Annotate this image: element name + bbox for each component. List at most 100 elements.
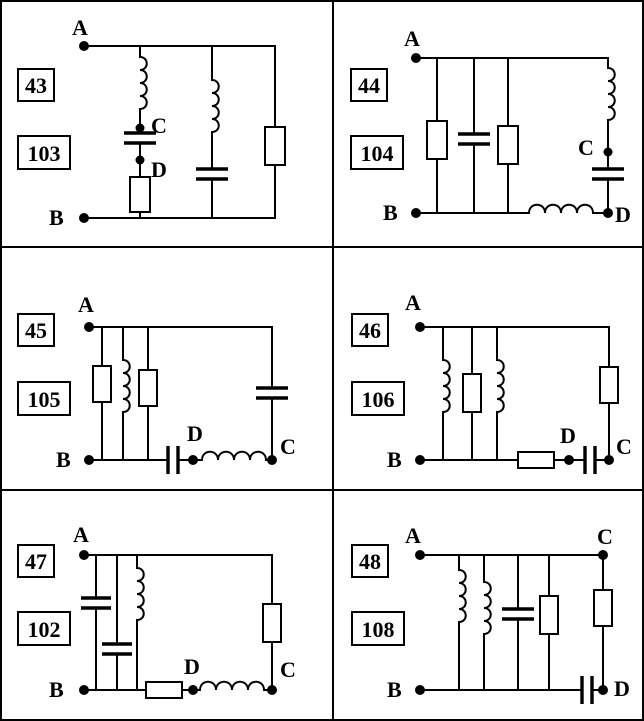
node-label-b: B — [49, 677, 64, 702]
node-label-c: C — [578, 135, 594, 160]
node-label-d: D — [187, 421, 203, 446]
circuit-panel-45: 45 105 A B D C — [17, 292, 296, 474]
node-label-a: A — [78, 292, 94, 317]
problem-number-box — [351, 544, 389, 578]
node-label-a: A — [72, 15, 88, 40]
node-b — [415, 455, 425, 465]
node-label-c: C — [616, 434, 632, 459]
variant-number: 108 — [362, 617, 395, 642]
node-d — [188, 685, 198, 695]
problem-number: 47 — [25, 549, 47, 574]
variant-number-box — [17, 135, 71, 170]
node-d — [564, 455, 574, 465]
problem-number: 43 — [25, 73, 47, 98]
inductor — [496, 359, 505, 413]
node-label-d: D — [615, 202, 631, 227]
node-c — [267, 685, 277, 695]
node-a — [411, 53, 421, 63]
node-b — [411, 208, 421, 218]
node-label-b: B — [49, 205, 64, 230]
inductor — [442, 359, 451, 413]
resistor — [262, 603, 282, 643]
node-a — [415, 550, 425, 560]
variant-number-box — [351, 611, 405, 646]
inductor — [122, 359, 131, 413]
node-c — [604, 455, 614, 465]
problem-number: 45 — [25, 318, 47, 343]
resistor — [462, 373, 482, 413]
node-label-c: C — [151, 113, 167, 138]
variant-number-box — [17, 611, 71, 646]
inductor — [139, 56, 148, 110]
problem-number-box — [17, 68, 55, 102]
node-label-a: A — [404, 26, 420, 51]
node-label-a: A — [405, 290, 421, 315]
node-label-d: D — [184, 654, 200, 679]
resistor — [138, 369, 158, 407]
resistor — [426, 120, 448, 160]
resistor — [129, 176, 151, 213]
node-d — [603, 208, 613, 218]
resistor — [539, 595, 559, 635]
node-b — [415, 685, 425, 695]
node-a — [84, 322, 94, 332]
inductor — [201, 450, 267, 461]
node-a — [79, 550, 89, 560]
variant-number: 103 — [28, 141, 61, 166]
problem-number: 48 — [359, 549, 381, 574]
resistor — [92, 365, 112, 403]
node-label-d: D — [560, 423, 576, 448]
problem-number-box — [350, 68, 388, 102]
problem-number-box — [17, 544, 55, 578]
inductor — [483, 581, 492, 635]
problem-number-box — [17, 313, 55, 347]
variant-number: 102 — [28, 617, 61, 642]
variant-number-box — [351, 381, 405, 416]
node-a — [415, 322, 425, 332]
circuit-panel-47: 47 102 A B D C — [17, 522, 296, 702]
node-label-c: C — [280, 434, 296, 459]
node-b — [79, 213, 89, 223]
node-c — [267, 455, 277, 465]
resistor — [517, 451, 555, 469]
resistor — [599, 366, 619, 404]
inductor — [528, 203, 594, 214]
problem-number-box — [351, 313, 389, 347]
node-label-a: A — [73, 522, 89, 547]
inductor — [458, 569, 467, 623]
resistor — [497, 125, 519, 165]
node-label-b: B — [383, 200, 398, 225]
node-a — [79, 41, 89, 51]
inductor — [607, 67, 616, 121]
circuit-panel-46: 46 106 A B D C — [351, 290, 632, 474]
node-label-d: D — [151, 157, 167, 182]
node-b — [79, 685, 89, 695]
resistor — [593, 589, 613, 627]
inductor — [136, 567, 145, 621]
node-label-d: D — [614, 676, 630, 701]
node-d — [188, 455, 198, 465]
variant-number-box — [350, 135, 404, 170]
node-label-b: B — [387, 677, 402, 702]
variant-number-box — [17, 381, 71, 416]
problem-number: 46 — [359, 318, 381, 343]
inductor — [199, 680, 265, 691]
resistor — [145, 681, 183, 699]
variant-number: 106 — [362, 387, 395, 412]
variant-number: 105 — [28, 387, 61, 412]
node-d — [598, 685, 608, 695]
resistor — [264, 126, 286, 166]
circuit-panel-48: 48 108 A B C D — [351, 523, 630, 704]
node-label-a: A — [405, 523, 421, 548]
circuit-panel-44: 44 104 A B C D — [350, 26, 631, 227]
problem-number: 44 — [358, 73, 380, 98]
node-label-b: B — [387, 447, 402, 472]
node-label-c: C — [597, 524, 613, 549]
node-label-b: B — [56, 447, 71, 472]
node-label-c: C — [280, 657, 296, 682]
circuit-panel-43: 43 103 A B C D — [17, 15, 286, 230]
variant-number: 104 — [361, 141, 394, 166]
node-b — [84, 455, 94, 465]
